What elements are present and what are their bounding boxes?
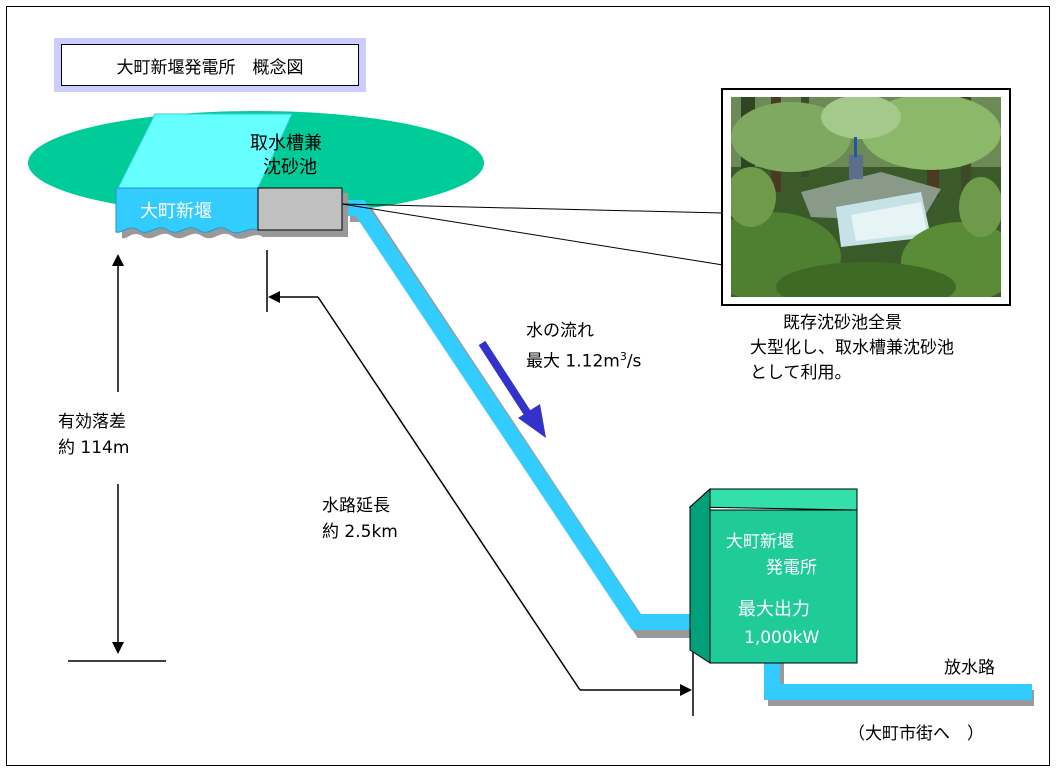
intake-label-line1: 取水槽兼 bbox=[250, 133, 322, 154]
tailrace-label: 放水路 bbox=[944, 658, 995, 678]
plant-front-face bbox=[709, 509, 858, 664]
flow-arrow-head bbox=[518, 404, 546, 438]
channel-label-line1: 水路延長 bbox=[322, 494, 390, 518]
photo-caption-line3: として利用。 bbox=[750, 363, 852, 383]
plant-label-line2: 発電所 bbox=[766, 558, 817, 578]
plant-side-face bbox=[689, 487, 711, 664]
flow-arrow-shaft bbox=[478, 340, 532, 417]
plant-label-line1: 大町新堰 bbox=[726, 532, 794, 552]
intake-label-line2: 沈砂池 bbox=[263, 157, 317, 178]
photo-caption-line1: 既存沈砂池全景 bbox=[783, 313, 902, 333]
output-label-line2: 1,000kW bbox=[744, 628, 820, 648]
weir-label: 大町新堰 bbox=[140, 201, 212, 222]
sedimentation-pond-photo bbox=[721, 88, 1011, 306]
head-label-line1: 有効落差 bbox=[58, 410, 126, 434]
intake-box bbox=[257, 187, 343, 231]
flow-label-line1: 水の流れ bbox=[526, 321, 594, 341]
head-label-line2: 約 114m bbox=[58, 436, 130, 460]
callout-line-top bbox=[341, 203, 724, 214]
penstock-channel bbox=[344, 200, 704, 630]
tailrace-channel bbox=[764, 656, 1032, 700]
to-town-label: （大町市街へ ） bbox=[848, 724, 984, 744]
photo-image bbox=[731, 97, 1001, 297]
page-title: 大町新堰発電所 概念図 bbox=[61, 44, 359, 86]
photo-caption-line2: 大型化し、取水槽兼沈砂池 bbox=[750, 338, 954, 358]
flow-label-line2: 最大 1.12m3/s bbox=[526, 350, 642, 372]
output-label-line1: 最大出力 bbox=[738, 599, 810, 620]
callout-line-bottom bbox=[341, 203, 724, 266]
channel-diagonal bbox=[317, 296, 581, 691]
plant-top-face bbox=[688, 488, 858, 511]
weir-front bbox=[115, 187, 259, 234]
diagram-frame bbox=[6, 6, 1050, 766]
channel-label-line2: 約 2.5km bbox=[322, 520, 398, 544]
title-box: 大町新堰発電所 概念図 bbox=[54, 38, 366, 92]
